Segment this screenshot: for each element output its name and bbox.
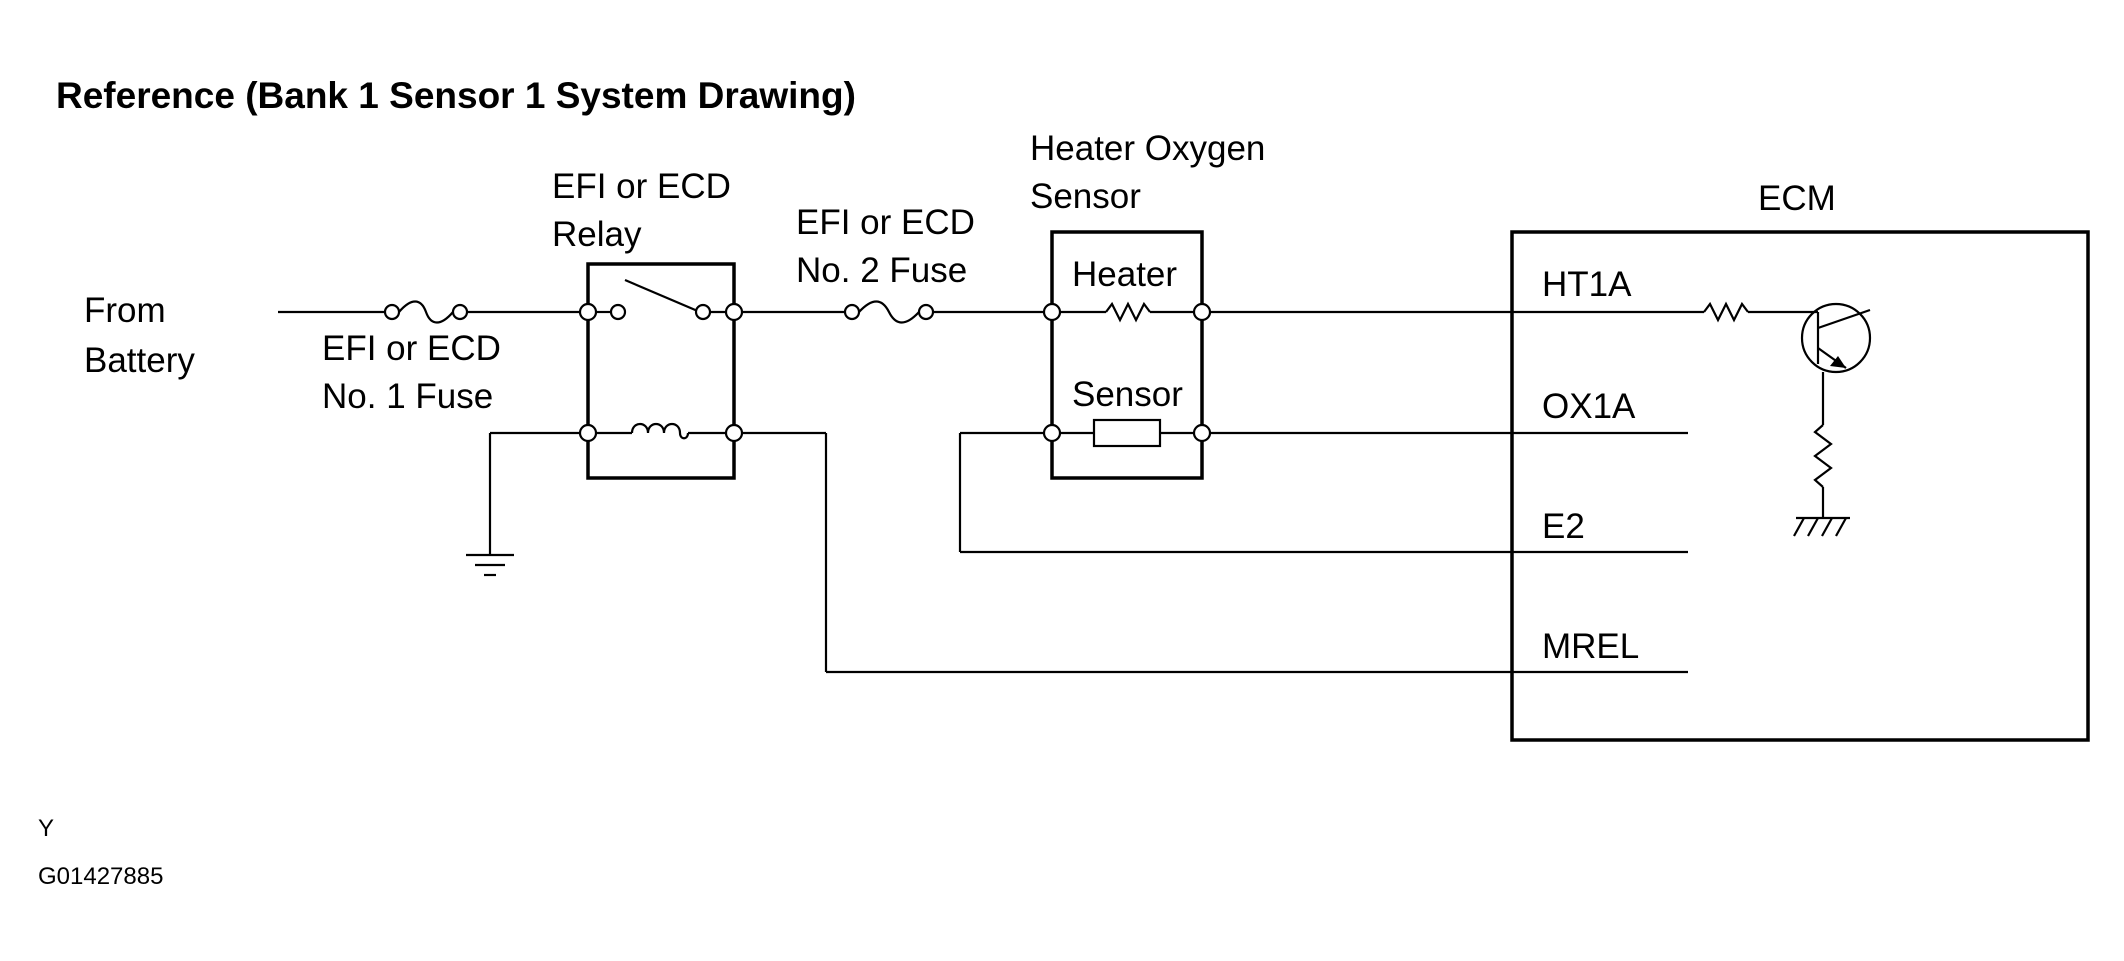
relay-switch-terminal — [609, 303, 627, 321]
ecm-box — [1510, 230, 2090, 742]
from-battery-label: From — [84, 291, 166, 330]
sensor-title-line2: Sensor — [1030, 177, 1141, 216]
fuse1-symbol — [383, 300, 469, 324]
ecm-pin-e2: E2 — [1542, 507, 1585, 546]
heater-label: Heater — [1072, 255, 1177, 294]
diagram-title: Reference (Bank 1 Sensor 1 System Drawin… — [56, 75, 856, 116]
fuse1-label-line2: No. 1 Fuse — [322, 377, 493, 416]
from-battery-label-line2: Battery — [84, 341, 195, 380]
relay-terminal-in — [578, 302, 598, 322]
sensor-terminal — [1042, 423, 1062, 443]
sensor-title: Heater Oxygen — [1030, 129, 1265, 168]
relay-coil-symbol — [630, 422, 690, 440]
ecm-resistor-symbol — [1703, 301, 1749, 323]
ecm-label: ECM — [1758, 179, 1836, 218]
footer-code: Y — [38, 815, 54, 842]
relay-label: EFI or ECD — [552, 167, 731, 206]
relay-switch-terminal — [694, 303, 712, 321]
relay-switch-contact — [624, 278, 701, 314]
ground-symbol — [466, 553, 514, 577]
heater-terminal — [1042, 302, 1062, 322]
figure-id: G01427885 — [38, 863, 163, 890]
fuse2-label: EFI or ECD — [796, 203, 975, 242]
relay-coil-terminal — [578, 423, 598, 443]
ecm-pin-mrel: MREL — [1542, 627, 1639, 666]
fuse2-label-line2: No. 2 Fuse — [796, 251, 967, 290]
heater-terminal — [1192, 302, 1212, 322]
relay-terminal-out — [724, 302, 744, 322]
fuse1-label: EFI or ECD — [322, 329, 501, 368]
ecm-pin-ht1a: HT1A — [1542, 265, 1632, 304]
relay-coil-terminal — [724, 423, 744, 443]
sensor-label: Sensor — [1072, 375, 1183, 414]
oxygen-sensor-box — [1050, 230, 1204, 480]
heater-resistor-symbol — [1105, 301, 1151, 323]
transistor-symbol — [1790, 302, 1872, 374]
fuse2-symbol — [843, 300, 935, 324]
chassis-ground-symbol — [1793, 516, 1850, 537]
sensor-terminal — [1192, 423, 1212, 443]
ecm-pulldown-resistor — [1813, 424, 1833, 488]
relay-label-line2: Relay — [552, 215, 642, 254]
sensor-element-symbol — [1092, 418, 1162, 448]
ecm-pin-ox1a: OX1A — [1542, 387, 1636, 426]
relay-box — [586, 262, 736, 480]
